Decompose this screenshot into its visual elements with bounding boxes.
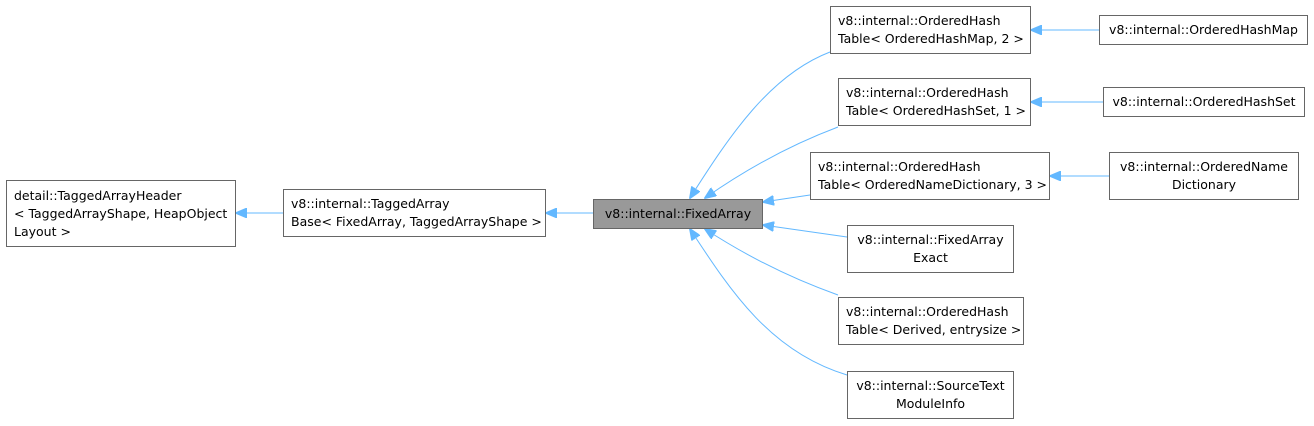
node-ordered-name-dictionary[interactable]: v8::internal::OrderedName Dictionary [1109, 152, 1299, 200]
node-label-line: v8::internal::SourceText [856, 378, 1005, 393]
edge-fixed-exact-to-fixed-array [763, 225, 848, 238]
node-label-line: v8::internal::FixedArray [857, 232, 1004, 247]
node-label-line: Exact [913, 250, 948, 265]
edge-oht-dict-to-fixed-array [763, 194, 811, 202]
node-label-line: v8::internal::OrderedHashMap [1109, 22, 1298, 37]
node-tagged-array-base[interactable]: v8::internal::TaggedArray Base< FixedArr… [283, 189, 546, 237]
node-label-line: v8::internal::OrderedHash [818, 159, 981, 174]
node-label-line: Dictionary [1171, 177, 1237, 192]
edge-source-text-to-fixed-array [690, 229, 848, 376]
node-label-line: v8::internal::OrderedHashSet [1112, 94, 1296, 109]
node-label-line: detail::TaggedArrayHeader [14, 187, 182, 203]
node-label-line: v8::internal::OrderedHash [846, 85, 1009, 100]
edge-oht-derived-to-fixed-array [705, 229, 839, 296]
node-label-line: v8::internal::FixedArray [604, 206, 752, 221]
node-ordered-hash-table-map[interactable]: v8::internal::OrderedHash Table< Ordered… [830, 6, 1031, 54]
node-ordered-hash-map[interactable]: v8::internal::OrderedHashMap [1099, 15, 1308, 45]
node-fixed-array-current[interactable]: v8::internal::FixedArray [593, 199, 763, 229]
node-label-line: Table< OrderedNameDictionary, 3 > [818, 177, 1047, 192]
edge-oht-map-to-fixed-array [690, 51, 831, 198]
node-label-line: v8::internal::TaggedArray [291, 196, 450, 211]
node-label-line: v8::internal::OrderedHash [838, 13, 1001, 28]
node-label-line: v8::internal::OrderedHash [846, 304, 1009, 319]
node-ordered-hash-set[interactable]: v8::internal::OrderedHashSet [1103, 87, 1305, 117]
node-tagged-array-header[interactable]: detail::TaggedArrayHeader < TaggedArrayS… [6, 180, 236, 247]
node-label-line: Base< FixedArray, TaggedArrayShape > [291, 214, 542, 229]
node-source-text-module-info[interactable]: v8::internal::SourceText ModuleInfo [847, 371, 1014, 419]
node-label-line: Table< Derived, entrysize > [846, 322, 1022, 337]
node-ordered-hash-table-derived[interactable]: v8::internal::OrderedHash Table< Derived… [838, 297, 1024, 345]
node-label-line: Layout > [14, 223, 71, 239]
node-label-line: Table< OrderedHashSet, 1 > [846, 103, 1027, 118]
node-fixed-array-exact[interactable]: v8::internal::FixedArray Exact [847, 225, 1014, 273]
node-label-line: Table< OrderedHashMap, 2 > [838, 31, 1024, 46]
node-label-line: < TaggedArrayShape, HeapObject [14, 205, 228, 221]
node-ordered-hash-table-dictionary[interactable]: v8::internal::OrderedHash Table< Ordered… [810, 152, 1050, 200]
node-ordered-hash-table-set[interactable]: v8::internal::OrderedHash Table< Ordered… [838, 78, 1031, 126]
node-label-line: ModuleInfo [895, 396, 966, 411]
edge-oht-set-to-fixed-array [705, 126, 839, 198]
node-label-line: v8::internal::OrderedName [1120, 159, 1288, 174]
